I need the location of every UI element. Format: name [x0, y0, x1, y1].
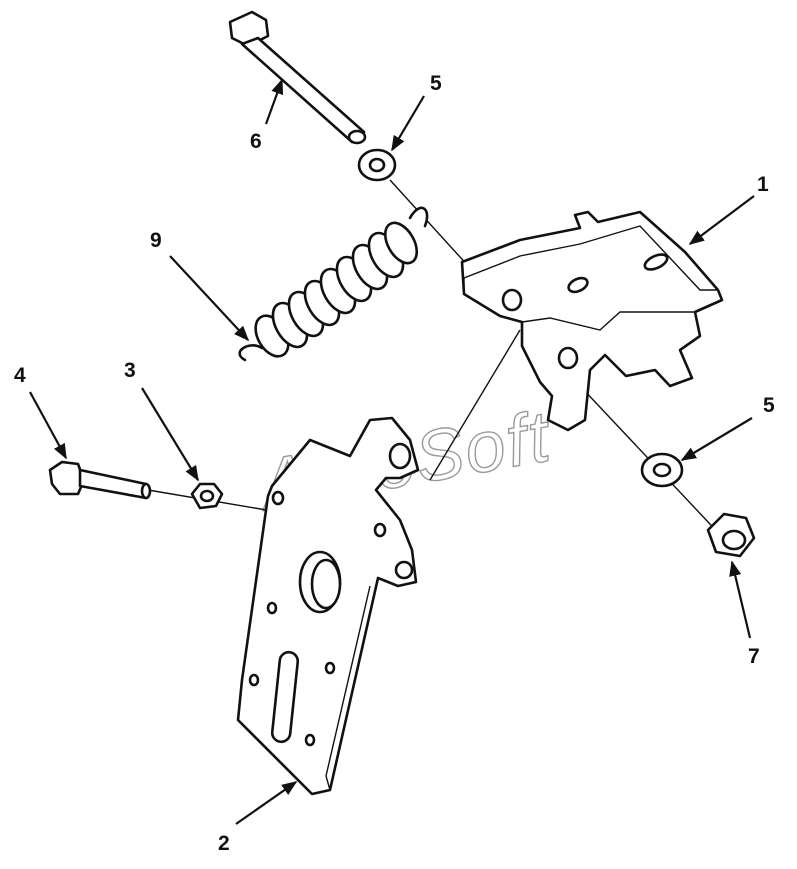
- leader-5-lower: [680, 417, 753, 461]
- callout-4: 4: [14, 364, 26, 387]
- plate-part-2: [236, 416, 420, 796]
- bracket-part-1: [460, 210, 724, 432]
- callout-5-lower: 5: [763, 394, 775, 417]
- bolt-part-6: [228, 10, 367, 145]
- callout-9: 9: [150, 229, 162, 252]
- washer-part-5-lower: [640, 452, 684, 488]
- callout-leaders: [29, 78, 755, 825]
- leader-9: [169, 255, 250, 342]
- leader-1: [688, 195, 755, 245]
- spring-part-9: [238, 206, 429, 362]
- callout-7: 7: [748, 645, 760, 668]
- bolt-part-4: [48, 460, 152, 500]
- washer-part-5-upper: [357, 148, 397, 182]
- callout-5-upper: 5: [430, 72, 442, 95]
- callout-2: 2: [218, 832, 230, 855]
- leader-5-upper: [391, 95, 425, 152]
- leader-4: [29, 391, 67, 460]
- callout-labels: 1 2 3 4 5 5 6 7 9: [14, 72, 775, 855]
- nut-part-3: [190, 482, 224, 510]
- leader-7: [729, 560, 752, 639]
- callout-3: 3: [124, 359, 136, 382]
- nut-part-7: [706, 512, 756, 558]
- leader-6: [264, 78, 284, 125]
- leader-3: [141, 387, 199, 482]
- leader-2: [235, 781, 298, 825]
- callout-1: 1: [757, 173, 769, 196]
- callout-6: 6: [250, 130, 262, 153]
